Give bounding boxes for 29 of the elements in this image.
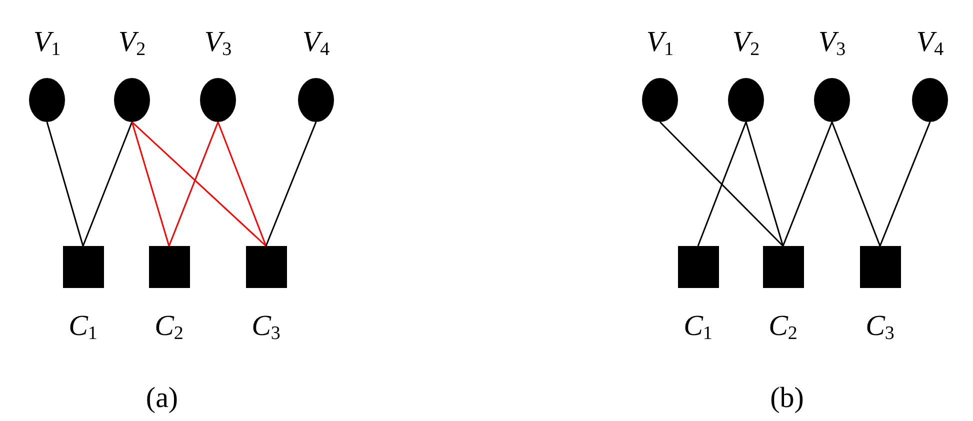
node-label: C$_{3}$ [866,310,894,342]
edge-line [217,122,267,246]
edge-line [697,122,747,246]
node-label: C$_{2}$ [768,310,798,342]
node-label: V$_{2}$ [732,26,760,58]
node-label: V$_{1}$ [646,26,674,58]
node-label: V$_{4}$ [302,26,330,58]
node-label: V$_{4}$ [916,26,944,58]
edge-line [782,122,833,246]
node-label: V$_{3}$ [204,26,232,58]
edge-line [46,122,84,246]
edge-line [831,122,881,246]
edge-line [131,122,170,246]
edge-line [82,122,133,246]
edge-line [659,121,784,247]
edge-line [745,122,784,246]
node-label: C$_{1}$ [684,310,712,342]
node-label: V$_{1}$ [33,26,61,58]
node-label: C$_{1}$ [68,310,98,342]
node-label: C$_{2}$ [154,310,184,342]
panel-label: (b) [770,382,804,414]
edge-line [265,122,317,246]
panel-label: (a) [146,382,178,414]
edge-line [879,122,931,246]
node-label: C$_{3}$ [252,310,280,342]
node-label: V$_{3}$ [818,26,846,58]
node-label: V$_{2}$ [118,26,146,58]
edge-line [168,122,219,246]
edge-line [132,121,266,247]
